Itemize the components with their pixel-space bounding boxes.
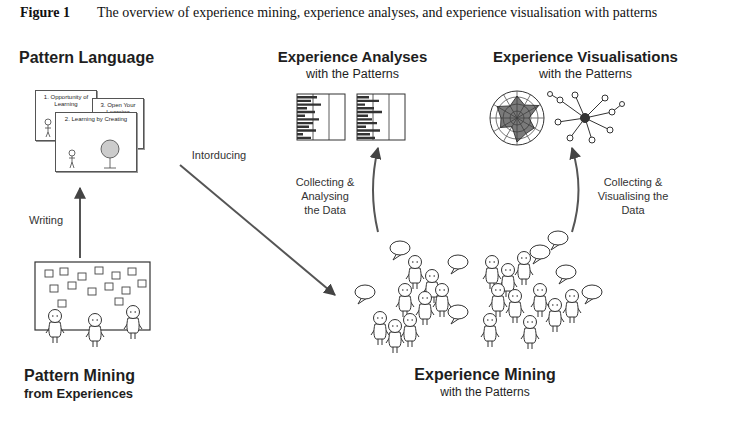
region-heading: Pattern Language: [19, 48, 154, 68]
arrow-label: Writing: [24, 214, 68, 228]
pattern-card: 2. Learning by Creating: [55, 112, 137, 172]
flow-arrow: [79, 188, 81, 258]
region-subheading: from Experiences: [24, 386, 133, 402]
figure-number: Figure 1: [20, 4, 70, 21]
card-title: 1. Opportunity of Learning: [39, 94, 93, 108]
figure-caption: The overview of experience mining, exper…: [97, 4, 697, 21]
network-graph: [548, 92, 625, 144]
diagram-region: Experience Miningwith the Patterns: [335, 232, 635, 404]
card-doodle: [58, 139, 134, 169]
bar-charts: [297, 94, 405, 140]
diagram-region: Pattern Miningfrom Experiences: [20, 258, 180, 406]
flow-arrow: [572, 148, 579, 232]
card-title: 2. Learning by Creating: [59, 116, 133, 123]
region-subheading: with the Patterns: [440, 385, 529, 400]
region-heading: Experience Analyses: [278, 48, 428, 67]
arrow-label: Collecting & Analysing the Data: [292, 176, 358, 217]
arrow-label: Collecting & Visualising the Data: [597, 176, 669, 217]
region-heading: Experience Visualisations: [493, 48, 678, 67]
diagram-region: Experience Visualisationswith the Patter…: [478, 46, 693, 148]
region-heading: Experience Mining: [414, 365, 555, 385]
whiteboard: [35, 262, 150, 347]
radar-chart: [490, 91, 544, 145]
region-heading: Pattern Mining: [24, 366, 135, 386]
crowd-illustration: [355, 231, 602, 353]
region-subheading: with the Patterns: [306, 67, 399, 83]
region-subheading: with the Patterns: [539, 67, 632, 83]
flow-arrow: [373, 148, 378, 232]
diagram-region: Experience Analyseswith the Patterns: [265, 46, 440, 148]
diagram-region: Pattern Language 1. Opportunity of Learni…: [15, 46, 180, 188]
arrow-label: Intorducing: [188, 149, 250, 163]
